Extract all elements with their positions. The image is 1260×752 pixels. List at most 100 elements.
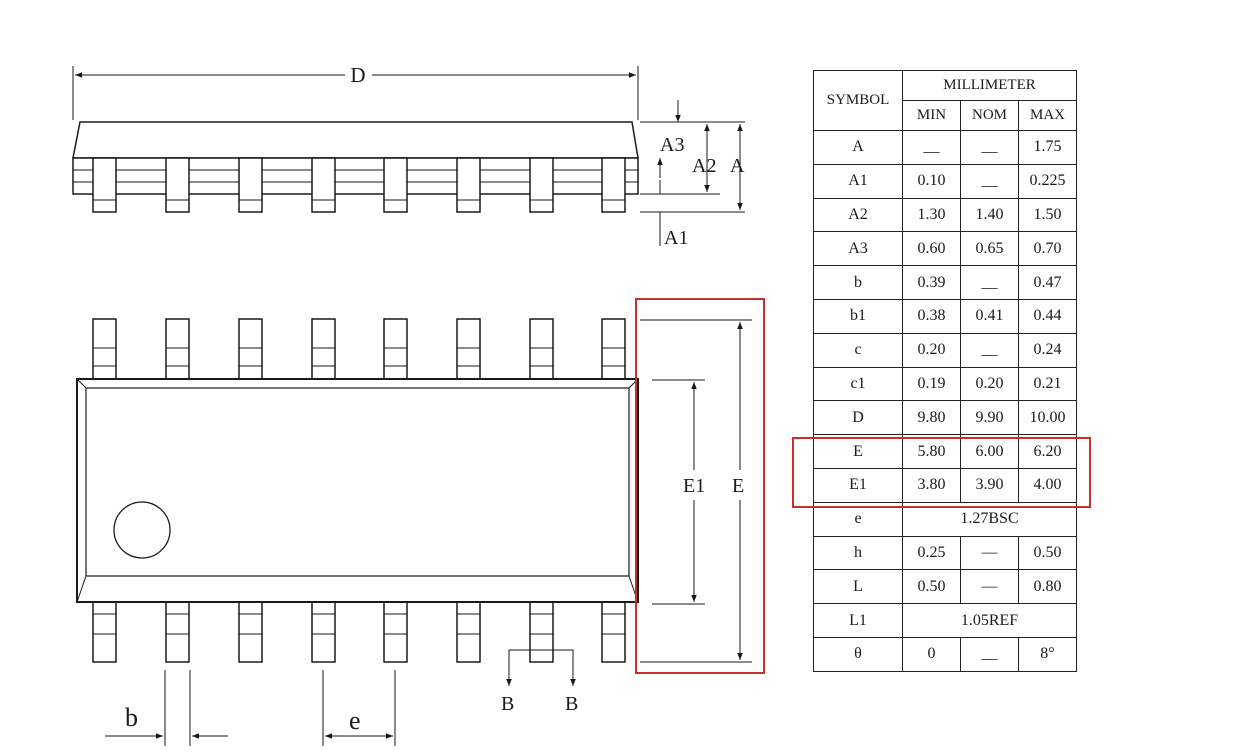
- span-value-cell: 1.05REF: [901, 603, 1078, 638]
- top-lead-lower: [456, 601, 481, 663]
- top-lead-lower: [529, 601, 554, 663]
- min-value-cell: 5.80: [902, 434, 961, 469]
- section-label-B-left: B: [501, 693, 514, 715]
- nom-value-cell: —: [960, 569, 1019, 605]
- symbol-cell: c: [813, 332, 903, 368]
- max-value-cell: 1.75: [1017, 130, 1078, 165]
- top-lead-upper: [529, 318, 554, 380]
- side-lead: [601, 157, 626, 213]
- max-value-cell: 0.80: [1017, 569, 1078, 605]
- symbol-cell: c1: [813, 366, 903, 402]
- max-value-cell: 0.24: [1017, 332, 1078, 368]
- max-value-cell: 4.00: [1017, 467, 1078, 503]
- min-value-cell: 0.50: [902, 569, 961, 605]
- side-lead: [238, 157, 263, 213]
- section-label-B-right: B: [565, 693, 578, 715]
- dim-label-e: e: [349, 706, 361, 735]
- dim-label-A2: A2: [692, 155, 716, 177]
- symbol-cell: θ: [813, 636, 903, 672]
- min-value-cell: 0.19: [902, 366, 961, 402]
- min-value-cell: 0.25: [902, 535, 961, 571]
- min-value-cell: 3.80: [902, 467, 961, 503]
- max-value-cell: 0.21: [1017, 366, 1078, 402]
- max-value-cell: 0.225: [1017, 163, 1078, 199]
- max-value-cell: 10.00: [1017, 400, 1078, 436]
- symbol-cell: A3: [813, 231, 903, 267]
- side-lead: [165, 157, 190, 213]
- dim-label-E: E: [732, 475, 744, 497]
- top-lead-lower: [238, 601, 263, 663]
- side-view: [72, 66, 745, 246]
- symbol-cell: b1: [813, 298, 903, 334]
- top-lead-lower: [383, 601, 408, 663]
- side-view-leads: [92, 157, 626, 213]
- side-lead: [311, 157, 336, 213]
- symbol-cell: e: [813, 501, 903, 537]
- side-lead: [383, 157, 408, 213]
- min-value-cell: 0.38: [902, 298, 961, 334]
- min-value-cell: 1.30: [902, 197, 961, 233]
- nom-value-cell: 6.00: [960, 434, 1019, 469]
- top-lead-lower: [311, 601, 336, 663]
- top-lead-upper: [456, 318, 481, 380]
- symbol-header: SYMBOL: [813, 70, 903, 131]
- dim-label-D: D: [350, 63, 365, 87]
- dim-label-A: A: [730, 155, 745, 177]
- nom-value-cell: __: [960, 130, 1019, 165]
- nom-value-cell: __: [960, 636, 1019, 672]
- top-lead-lower: [165, 601, 190, 663]
- min-value-cell: 9.80: [902, 400, 961, 436]
- top-lead-upper: [165, 318, 190, 380]
- table-row: A____1.75: [813, 130, 1078, 165]
- side-lead: [529, 157, 554, 213]
- symbol-cell: E1: [813, 467, 903, 503]
- max-value-cell: 1.50: [1017, 197, 1078, 233]
- dim-label-b: b: [125, 703, 138, 732]
- min-value-cell: 0.20: [902, 332, 961, 368]
- top-lead-upper: [92, 318, 117, 380]
- nom-value-cell: 0.20: [960, 366, 1019, 402]
- max-value-cell: 0.50: [1017, 535, 1078, 571]
- max-value-cell: 0.70: [1017, 231, 1078, 267]
- symbol-cell: A2: [813, 197, 903, 233]
- max-value-cell: 0.47: [1017, 265, 1078, 300]
- max-header: MAX: [1017, 100, 1078, 131]
- top-lead-upper: [238, 318, 263, 380]
- nom-value-cell: __: [960, 332, 1019, 368]
- top-view-leads: [92, 318, 626, 663]
- span-value-cell: 1.27BSC: [901, 501, 1078, 537]
- dim-label-A3: A3: [660, 134, 684, 156]
- min-value-cell: 0.60: [902, 231, 961, 267]
- top-view: [76, 318, 752, 746]
- nom-value-cell: —: [960, 535, 1019, 571]
- nom-value-cell: 9.90: [960, 400, 1019, 436]
- max-value-cell: 6.20: [1017, 434, 1078, 469]
- symbol-cell: A1: [813, 163, 903, 199]
- max-value-cell: 0.44: [1017, 298, 1078, 334]
- min-header: MIN: [902, 100, 961, 131]
- top-lead-upper: [383, 318, 408, 380]
- nom-value-cell: __: [960, 265, 1019, 300]
- nom-value-cell: 1.40: [960, 197, 1019, 233]
- nom-value-cell: 3.90: [960, 467, 1019, 503]
- nom-value-cell: 0.65: [960, 231, 1019, 267]
- symbol-cell: E: [813, 434, 903, 469]
- pin1-marker: [113, 501, 171, 559]
- symbol-cell: h: [813, 535, 903, 571]
- side-lead: [456, 157, 481, 213]
- top-lead-lower: [92, 601, 117, 663]
